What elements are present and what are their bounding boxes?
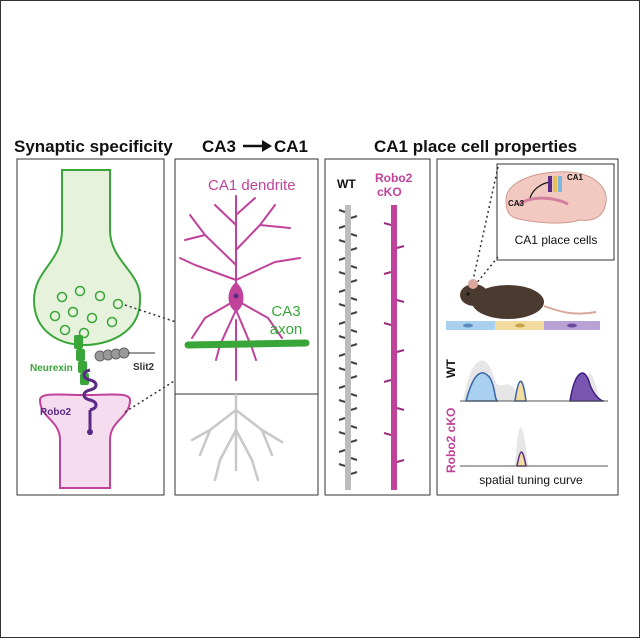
wt-dendrite <box>338 205 358 490</box>
cko-dendrite <box>383 205 405 490</box>
brain-icon <box>505 171 607 224</box>
inset-caption: CA1 place cells <box>515 233 598 247</box>
panel-synaptic-specificity: Neurexin Slit2 Robo2 <box>16 158 165 496</box>
panel-dendrite-spines: WT Robo2 cKO <box>324 158 431 496</box>
inset-zoom-lines <box>471 166 499 286</box>
panel-place-cells: CA1 CA3 CA1 place cells WT <box>436 158 619 496</box>
synaptic-vesicles <box>49 285 124 339</box>
wt-tuning-curves <box>460 360 608 402</box>
ca1-pyramidal-neuron <box>179 195 301 381</box>
cko-tuning-curves <box>460 427 608 467</box>
postsynaptic-spine <box>38 393 132 489</box>
title-ca1: CA1 <box>274 137 308 156</box>
panel-ca3-ca1: CA1 dendrite CA3 axon <box>174 158 319 496</box>
neurexin-protein <box>74 335 89 385</box>
title-place-cell-properties: CA1 place cell properties <box>374 137 577 156</box>
tuning-wt-label: WT <box>444 359 458 378</box>
inset-ca3-label: CA3 <box>508 199 525 208</box>
ca3-axon-label-2: axon <box>270 321 303 338</box>
wt-label: WT <box>337 177 356 191</box>
mouse-icon <box>460 279 597 319</box>
robo2-label: Robo2 <box>40 407 72 418</box>
tuning-cko-label: Robo2 cKO <box>444 408 458 473</box>
inset-ca1-label: CA1 <box>567 173 584 182</box>
tuning-curve-caption: spatial tuning curve <box>479 473 583 487</box>
ca3-axon-label-1: CA3 <box>271 303 300 320</box>
hippocampus-icon <box>517 196 569 207</box>
arrow-ca3-to-ca1-icon <box>243 140 272 152</box>
basal-dendrites <box>190 393 284 482</box>
ca1-dendrite-label: CA1 dendrite <box>208 177 296 194</box>
linear-track <box>446 321 600 330</box>
title-synaptic-specificity: Synaptic specificity <box>14 137 173 156</box>
title-ca3: CA3 <box>202 137 236 156</box>
cko-label-2: cKO <box>377 185 402 199</box>
slit2-protein <box>94 347 130 362</box>
ca3-axon <box>184 339 310 349</box>
neurexin-label: Neurexin <box>30 363 73 374</box>
robo2-protein <box>82 368 98 435</box>
slit2-label: Slit2 <box>133 362 155 373</box>
cko-label-1: Robo2 <box>375 171 413 185</box>
